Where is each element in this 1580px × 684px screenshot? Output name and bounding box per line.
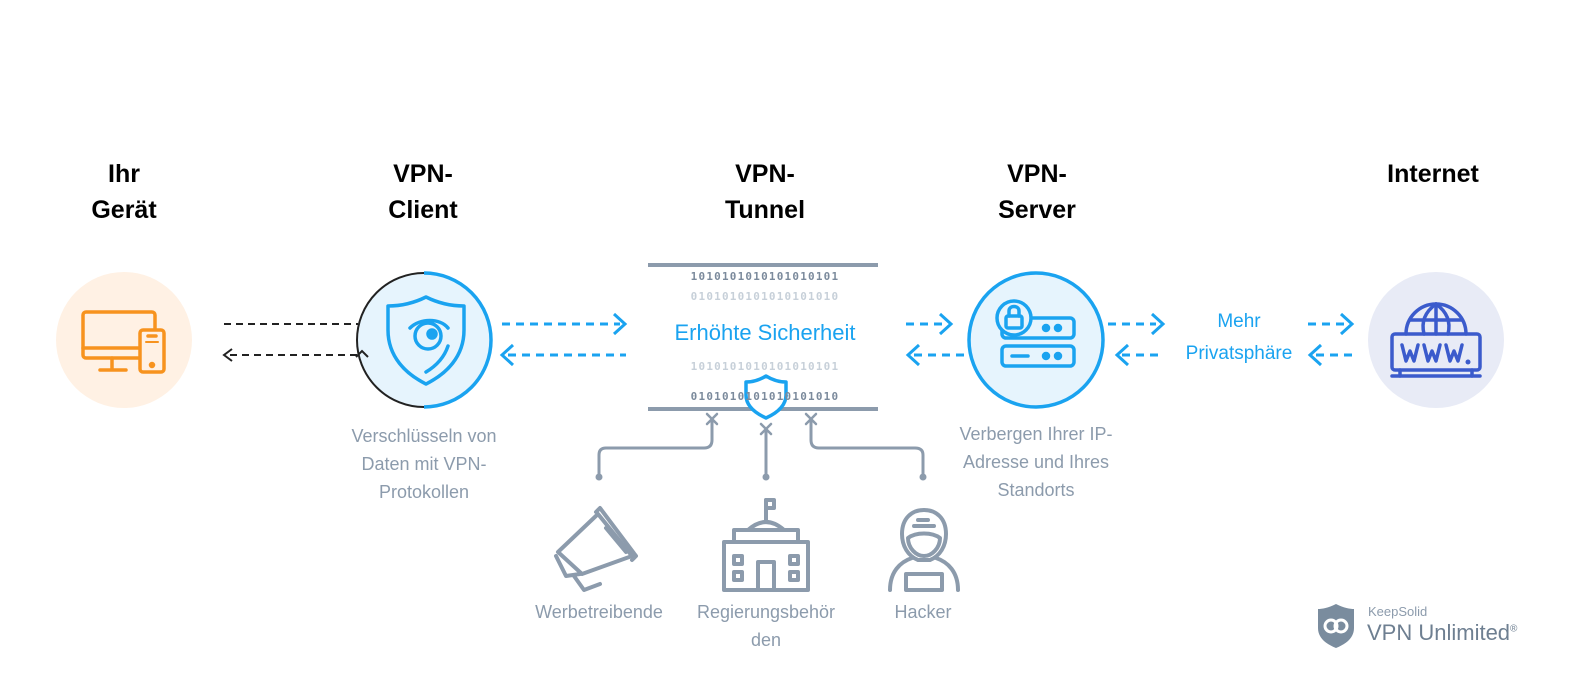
client-caption-line3: Protokollen	[378, 482, 470, 502]
tunnel-bits-row4: 0101010101010101010	[690, 390, 840, 403]
brand-product-name: VPN Unlimited	[1367, 620, 1511, 645]
shield-eye-icon	[386, 295, 466, 386]
heading-tunnel-line2: Tunnel	[724, 196, 806, 224]
device-circle	[56, 272, 192, 408]
privacy-label: Mehr Privatsphäre	[1170, 306, 1308, 370]
threat-dot-3	[919, 473, 927, 481]
server-caption-line2: Adresse und Ihres	[962, 452, 1110, 472]
heading-client-line2: Client	[388, 196, 458, 224]
threat-dot-1	[595, 473, 603, 481]
threat-label-advertisers: Werbetreibende	[535, 602, 663, 622]
client-caption-line1: Verschlüsseln von	[351, 426, 497, 446]
heading-server: VPN- Server	[927, 156, 1147, 228]
globe-www-icon	[1390, 302, 1482, 378]
client-tunnel-arrowhead-left	[499, 343, 515, 367]
server-internet-arrowhead-left	[1114, 343, 1130, 367]
heading-server-line2: Server	[998, 196, 1076, 224]
client-caption-line2: Daten mit VPN-	[361, 454, 487, 474]
threat-dot-2	[762, 473, 770, 481]
tunnel-server-arrowhead-left	[905, 343, 921, 367]
tunnel-shield-icon	[744, 374, 788, 420]
brand-registered-mark: ®	[1510, 623, 1518, 635]
device-icon	[81, 310, 166, 374]
client-caption: Verschlüsseln von Daten mit VPN- Protoko…	[330, 422, 518, 506]
heading-client: VPN- Client	[313, 156, 533, 228]
device-arrowhead	[222, 348, 233, 362]
tunnel-bits-row1: 1010101010101010101	[690, 270, 840, 283]
privacy-arrowhead-left	[1307, 343, 1323, 367]
threat-label-government-line1: Regierungsbehör	[696, 602, 836, 622]
heading-client-line1: VPN-	[393, 160, 453, 188]
government-building-icon	[722, 498, 810, 592]
heading-server-line1: VPN-	[1007, 160, 1067, 188]
server-caption-line1: Verbergen Ihrer IP-	[959, 424, 1113, 444]
megaphone-icon	[554, 506, 638, 592]
tunnel-server-arrowhead-right	[938, 312, 954, 336]
client-ring-arrowhead	[355, 349, 369, 358]
client-ring-right	[423, 271, 493, 409]
heading-internet: Internet	[1323, 156, 1543, 192]
threat-label-government-line2: den	[750, 630, 782, 650]
heading-tunnel: VPN- Tunnel	[655, 156, 875, 228]
brand-company: KeepSolid	[1368, 604, 1428, 619]
privacy-label-line2: Privatsphäre	[1185, 343, 1293, 364]
server-circle	[967, 271, 1105, 409]
threat-label-hacker: Hacker	[894, 602, 952, 622]
client-tunnel-arrowhead-right	[612, 312, 628, 336]
tunnel-bits-row2: 0101010101010101010	[690, 290, 840, 303]
server-lock-icon	[995, 299, 1076, 368]
server-caption: Verbergen Ihrer IP- Adresse und Ihres St…	[940, 420, 1132, 504]
heading-device-line2: Gerät	[91, 196, 157, 224]
hacker-icon	[888, 508, 960, 592]
server-caption-line3: Standorts	[997, 480, 1075, 500]
server-internet-arrowhead-right	[1150, 312, 1166, 336]
heading-device: Ihr Gerät	[14, 156, 234, 228]
block-marks	[705, 412, 818, 436]
threat-connectors	[597, 418, 925, 478]
internet-circle	[1368, 272, 1504, 408]
brand-product: VPN Unlimited®	[1367, 620, 1517, 646]
heading-internet-line1: Internet	[1387, 160, 1479, 188]
client-ring-left	[356, 272, 425, 408]
keepsolid-logo-icon	[1318, 604, 1354, 648]
privacy-arrowhead-right	[1339, 312, 1355, 336]
privacy-label-line1: Mehr	[1217, 311, 1261, 332]
heading-device-line1: Ihr	[108, 160, 140, 188]
threat-label-government: Regierungsbehör den	[686, 598, 846, 654]
heading-tunnel-line1: VPN-	[735, 160, 795, 188]
tunnel-bits-row3: 1010101010101010101	[690, 360, 840, 373]
tunnel-label: Erhöhte Sicherheit	[674, 320, 856, 345]
